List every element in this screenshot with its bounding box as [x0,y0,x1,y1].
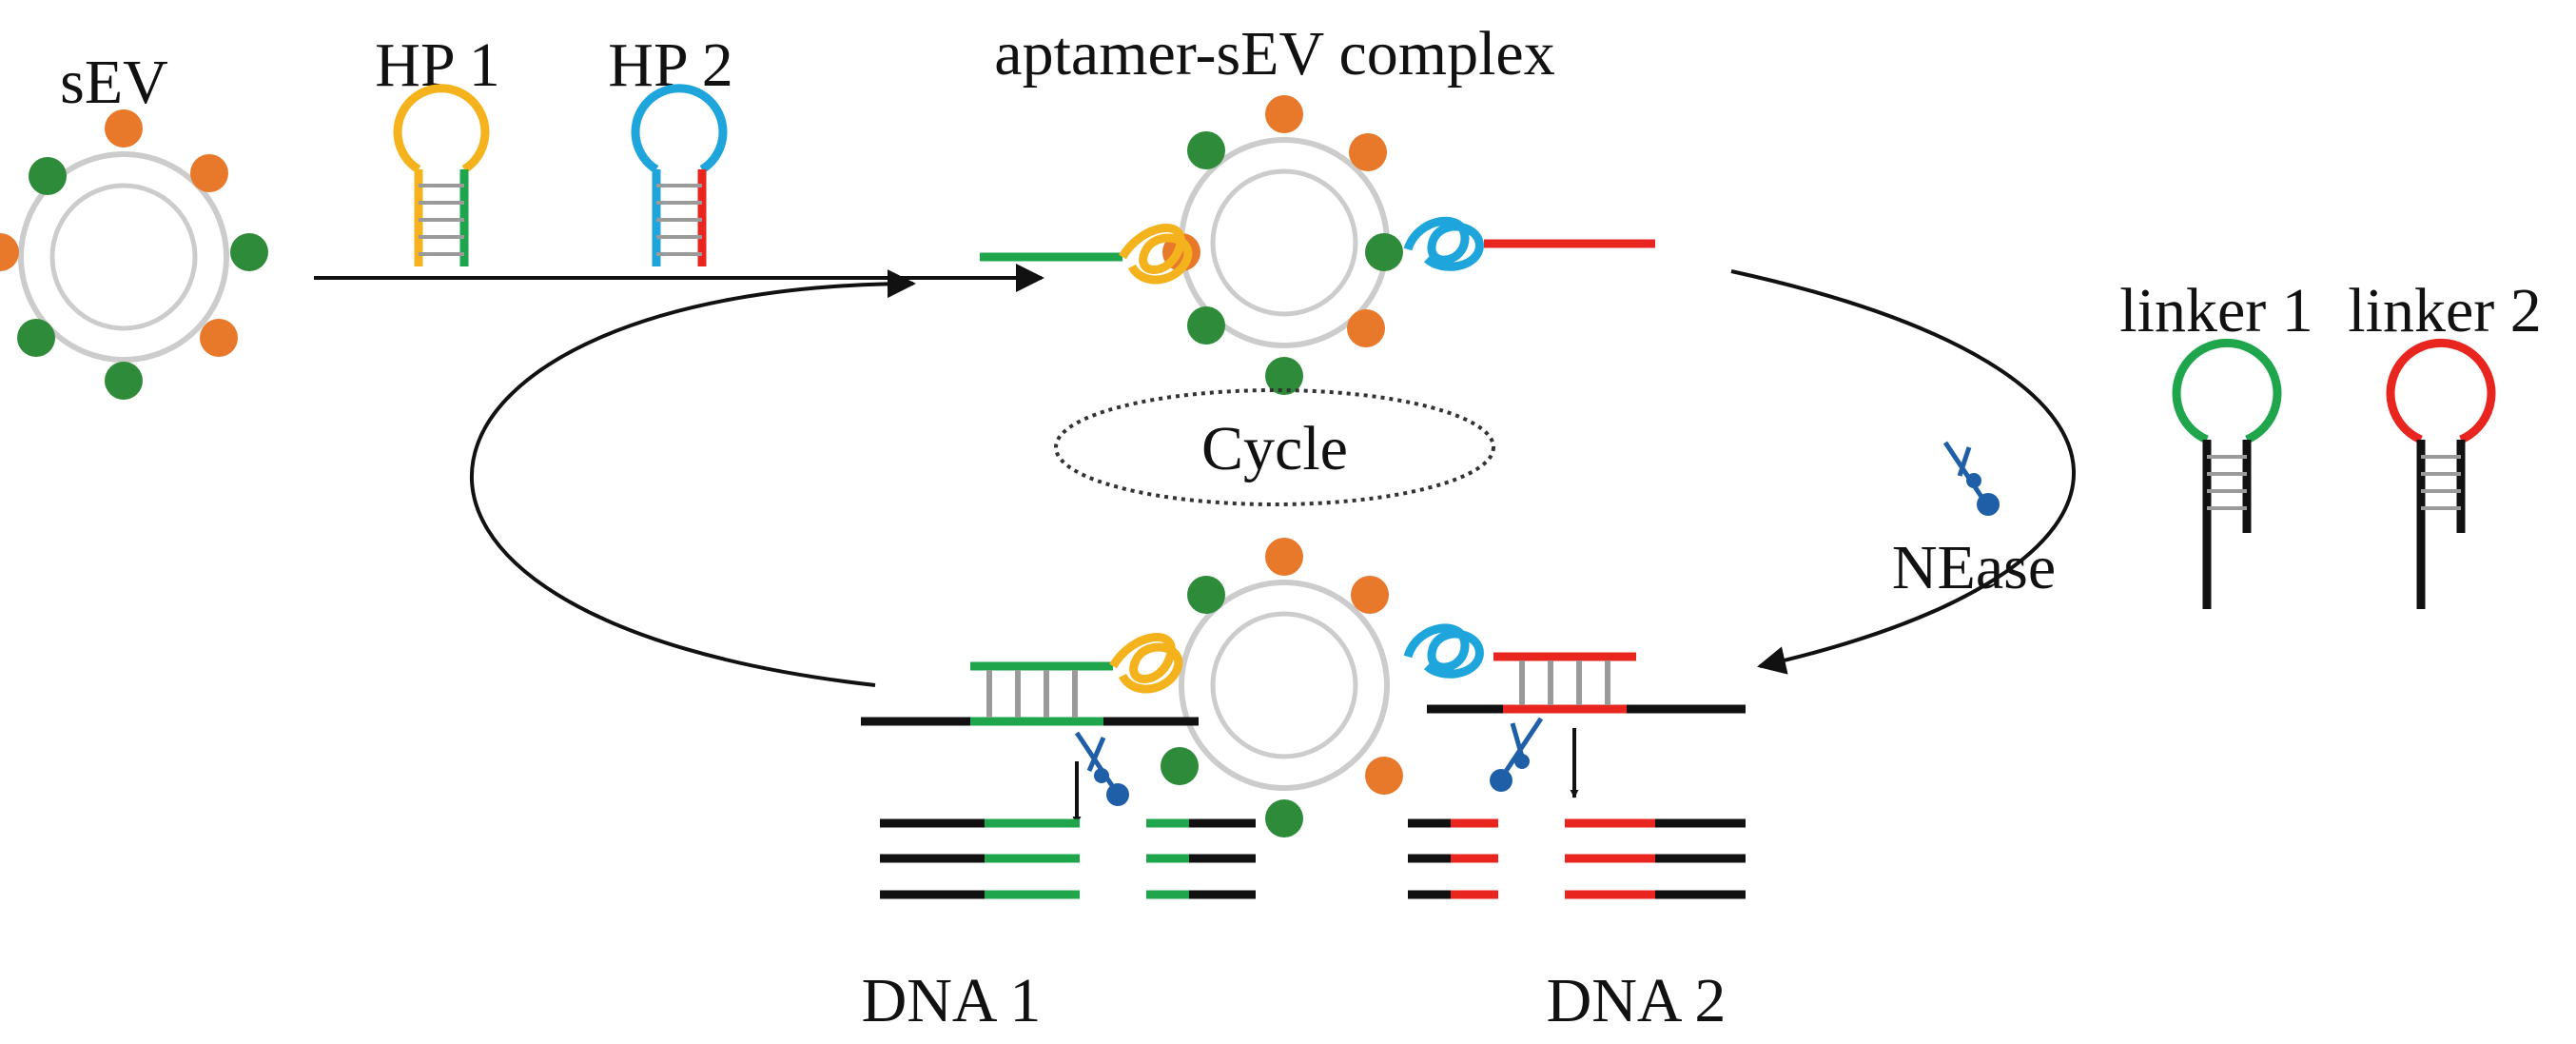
dna2-label: DNA 2 [1547,966,1727,1035]
dna2-products [1408,818,1746,899]
dna1-label: DNA 1 [862,966,1042,1035]
hairpin-icon [631,84,728,266]
hairpin-icon [2386,338,2496,609]
linker2-label: linker 2 [2348,276,2541,345]
linker1-label: linker 1 [2119,276,2313,345]
hairpin-icon [2172,338,2282,609]
aptamer-icon [1119,224,1193,285]
receptor-icon [1161,538,1403,837]
dna1-products [880,818,1256,899]
arrow-icon [469,269,916,687]
aptamer-complex-bottom [861,538,1746,837]
vesicle-icon [1179,580,1390,791]
sev-label: sEV [60,48,168,117]
aptamer-icon [1403,623,1484,679]
receptor-icon [0,109,268,400]
arrow-icon [1730,269,2076,675]
aptamer-icon [1403,216,1484,271]
hairpin-icon [393,84,490,266]
cycle-label: Cycle [1201,414,1348,483]
vesicle-icon [18,151,229,363]
aptamer-icon [1109,633,1183,694]
hp1-group: HP 1 [375,30,500,266]
nease-label: NEase [1892,533,2056,602]
scissors-icon [1942,441,2000,516]
cycle-ellipse [1054,388,1495,506]
sev-group: sEV [0,48,268,400]
aptamer-complex-label: aptamer-sEV complex [994,19,1554,89]
aptamer-complex-top [980,95,1655,395]
scissors-icon [1490,717,1544,792]
hp2-group: HP 2 [608,30,733,266]
scissors-icon [1074,731,1129,806]
